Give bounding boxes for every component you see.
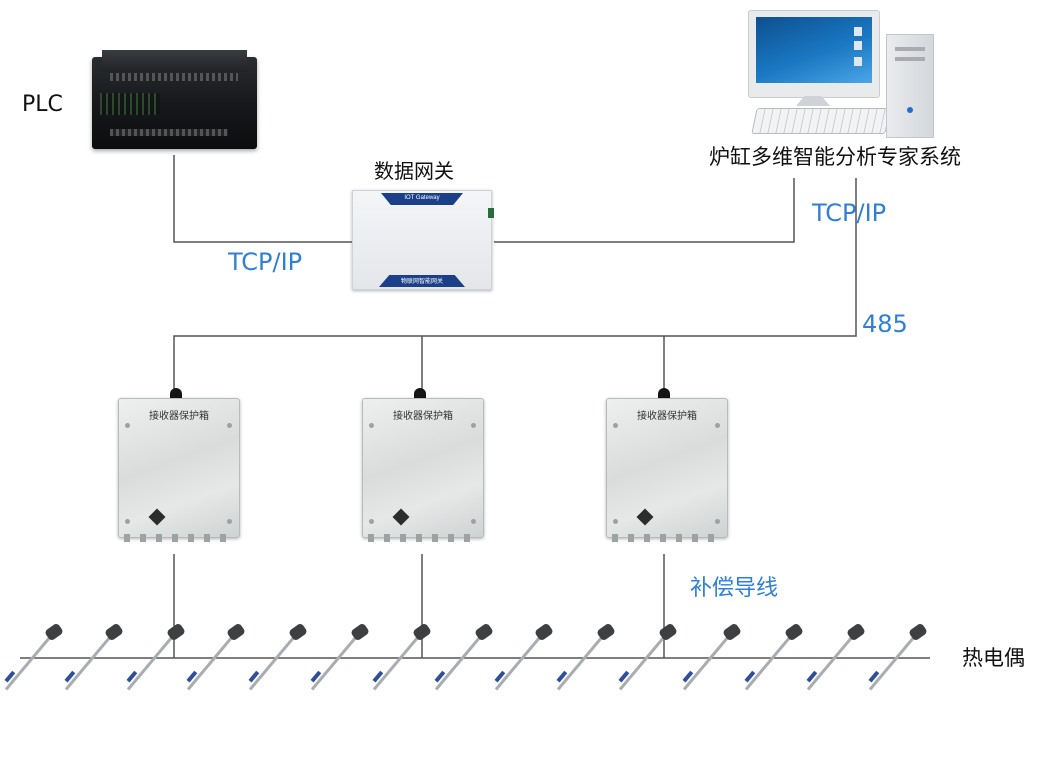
company-logo-icon	[637, 509, 654, 526]
computer-label: 炉缸多维智能分析专家系统	[709, 147, 961, 168]
receiver-box-3-title: 接收器保护箱	[627, 407, 707, 422]
receiver-box-2-title: 接收器保护箱	[383, 407, 463, 422]
gateway-label: 数据网关	[374, 161, 454, 181]
computer-device	[740, 8, 940, 136]
plc-device	[82, 45, 264, 153]
plc-label: PLC	[22, 94, 63, 116]
receiver-box-1: 接收器保护箱	[118, 388, 240, 546]
computer-bus-line	[174, 178, 856, 395]
compensation-wire-label: 补偿导线	[690, 578, 778, 600]
company-logo-icon	[393, 509, 410, 526]
receiver-box-3: 接收器保护箱	[606, 388, 728, 546]
gateway-computer-line	[494, 178, 794, 242]
bus-485-label: 485	[862, 312, 908, 336]
plc-gateway-line	[174, 155, 352, 242]
thermocouple-label: 热电偶	[962, 648, 1025, 669]
gateway-device: IOT Gateway 物联网智能网关	[352, 190, 494, 290]
receiver-box-2: 接收器保护箱	[362, 388, 484, 546]
receiver-box-1-title: 接收器保护箱	[139, 407, 219, 422]
company-logo-icon	[149, 509, 166, 526]
gateway-bottom-text: 物联网智能网关	[379, 275, 465, 287]
tcpip-label-right: TCP/IP	[812, 201, 886, 225]
tcpip-label-left: TCP/IP	[228, 250, 302, 274]
gateway-top-text: IOT Gateway	[381, 193, 463, 205]
